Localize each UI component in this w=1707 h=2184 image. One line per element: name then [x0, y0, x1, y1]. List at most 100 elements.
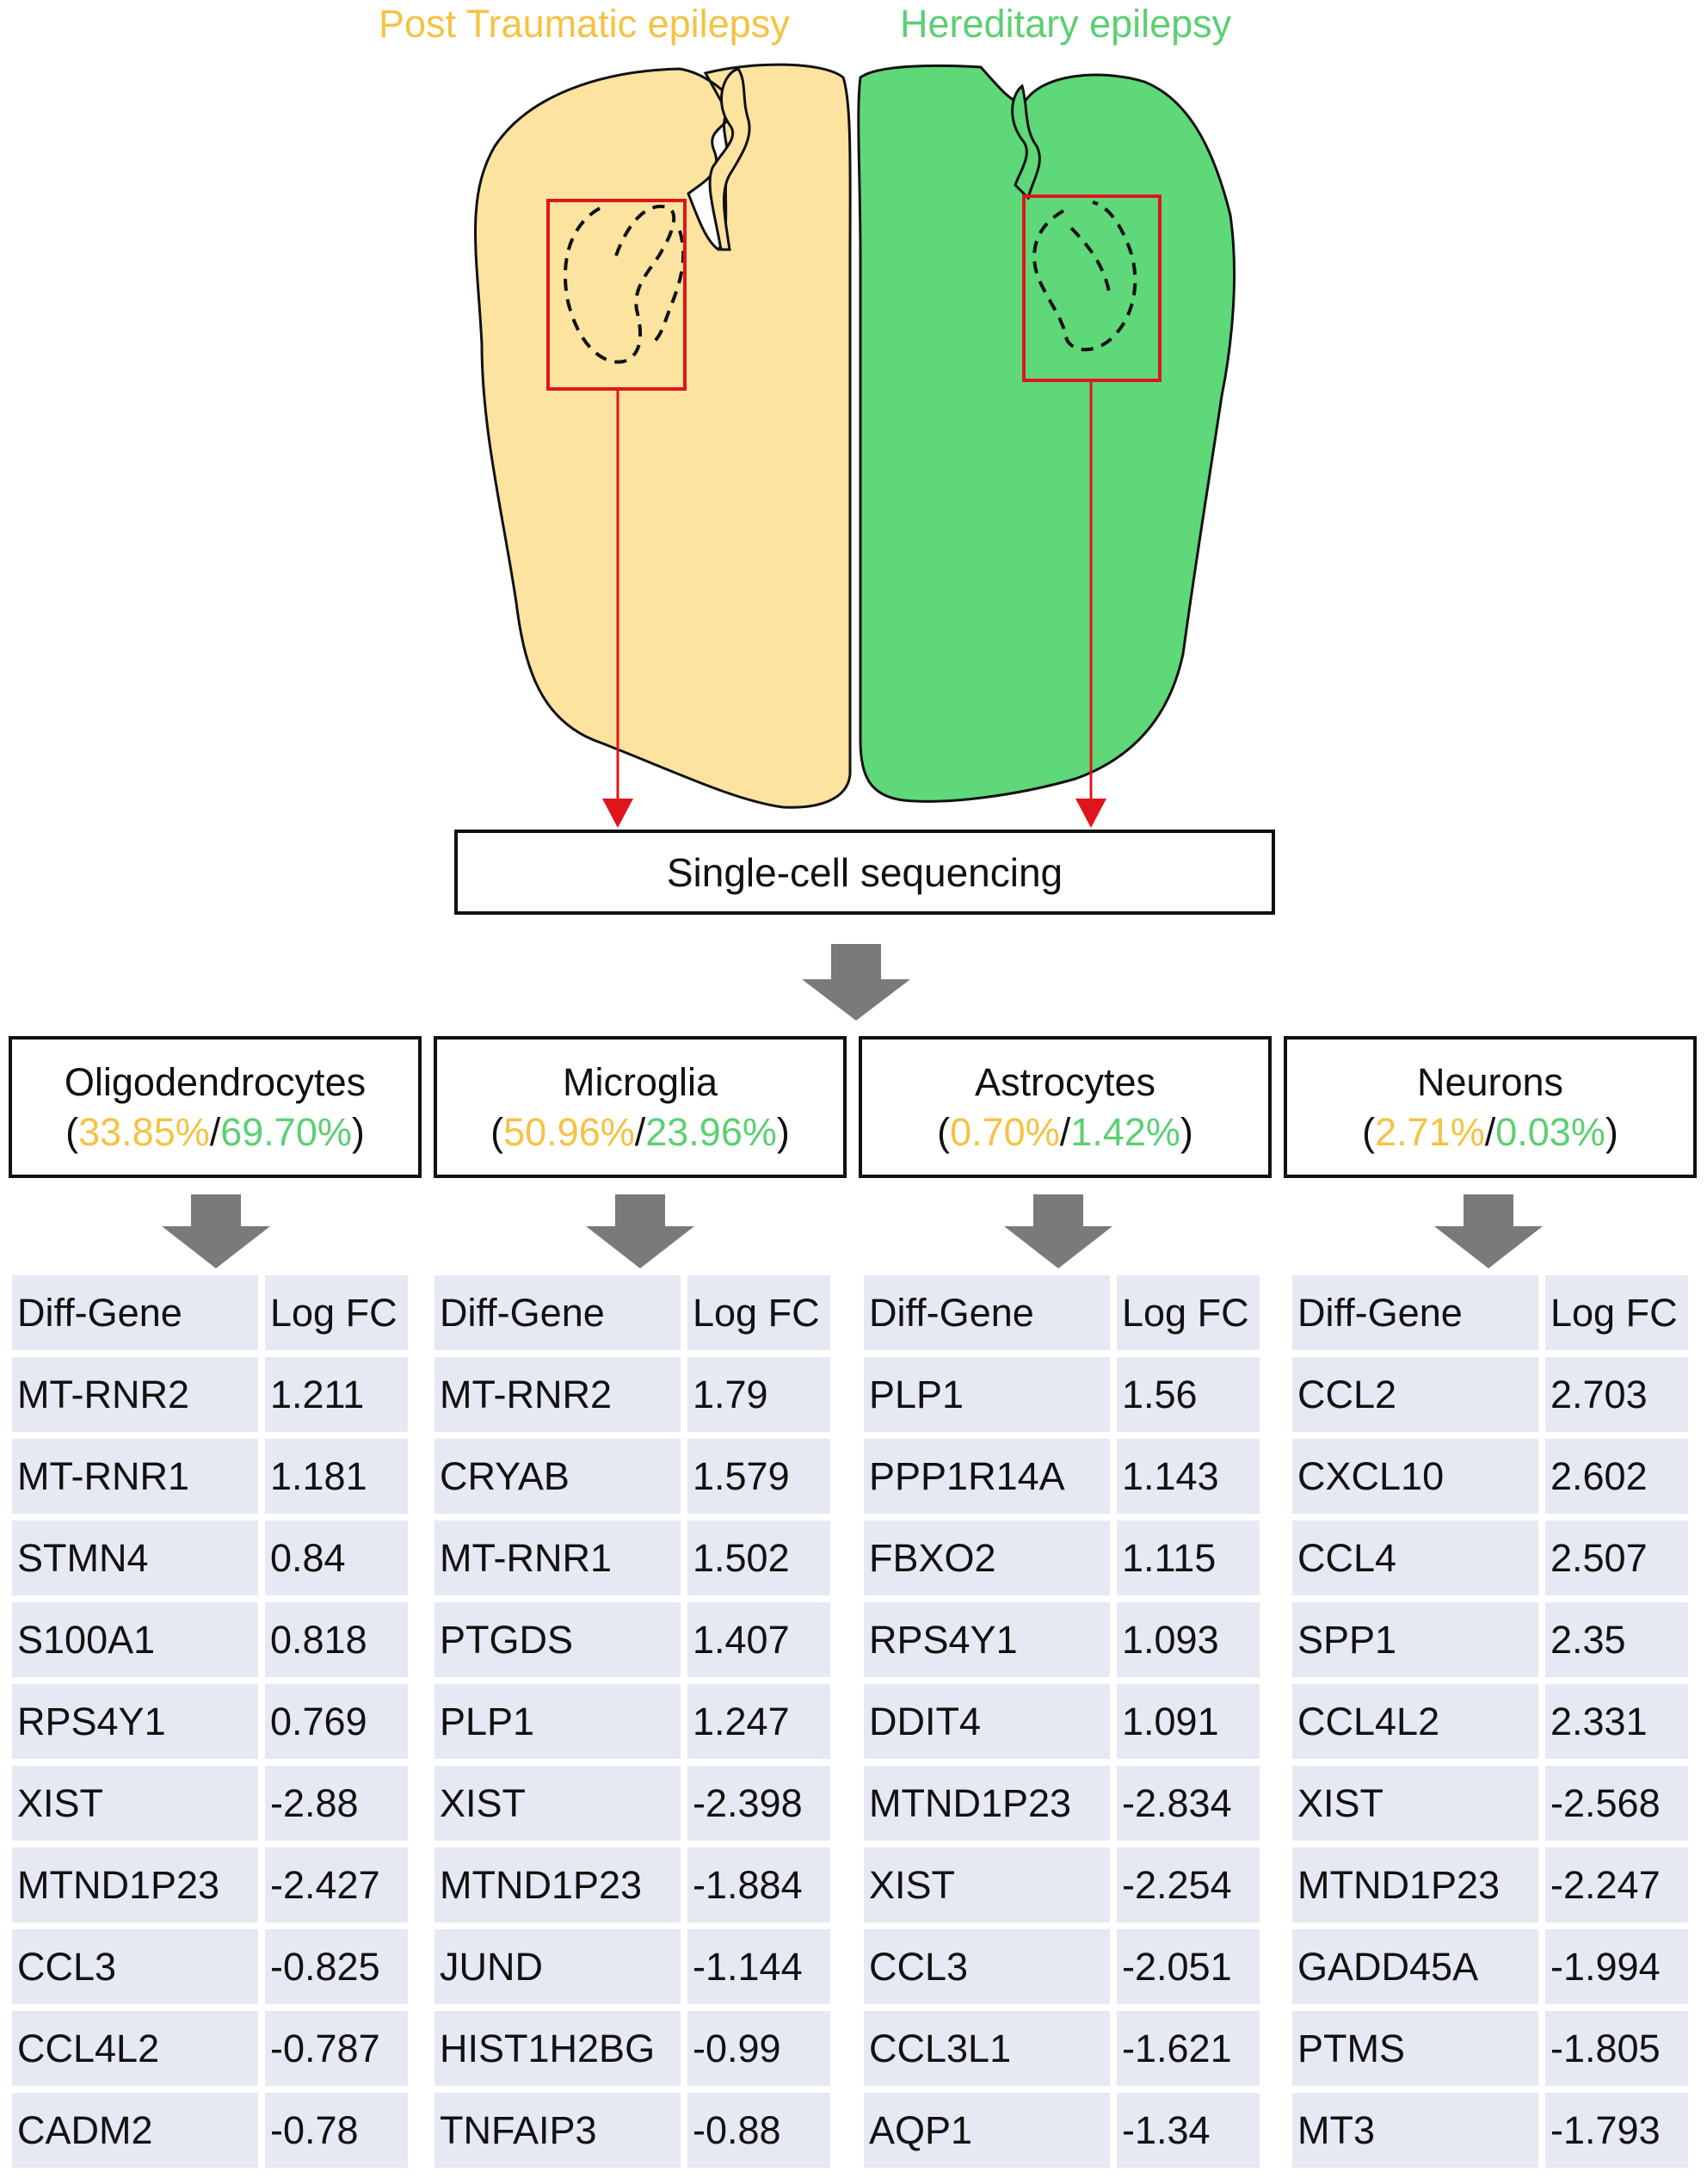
gene-name-cell: S100A1 — [12, 1602, 258, 1677]
cell-type-name: Microglia — [562, 1059, 718, 1104]
logfc-cell: -2.834 — [1117, 1766, 1260, 1841]
pct-hereditary: 23.96% — [645, 1109, 777, 1154]
table-row: GADD45A-1.994 — [1292, 1929, 1688, 2004]
column-header-gene: Diff-Gene — [434, 1275, 681, 1350]
logfc-cell: -0.99 — [687, 2011, 830, 2086]
column-header-logfc: Log FC — [1545, 1275, 1688, 1350]
logfc-cell: 1.502 — [687, 1521, 830, 1595]
table-row: XIST-2.254 — [864, 1848, 1260, 1922]
logfc-cell: 0.84 — [265, 1521, 408, 1595]
logfc-cell: -1.793 — [1545, 2093, 1688, 2168]
table-row: MTND1P23-2.247 — [1292, 1848, 1688, 1922]
gene-name-cell: CCL3 — [864, 1929, 1110, 2004]
gene-name-cell: AQP1 — [864, 2093, 1110, 2168]
column-header-logfc: Log FC — [265, 1275, 408, 1350]
table-row: AQP1-1.34 — [864, 2093, 1260, 2168]
brain-diagram — [162, 63, 1543, 1268]
logfc-cell: 1.79 — [687, 1357, 830, 1432]
left-hemisphere — [474, 63, 852, 809]
logfc-cell: 1.093 — [1117, 1602, 1260, 1677]
gene-name-cell: CRYAB — [434, 1439, 681, 1514]
grey-arrow-oligodendrocytes — [162, 1194, 270, 1268]
logfc-cell: 0.769 — [265, 1684, 408, 1759]
gene-name-cell: RPS4Y1 — [12, 1684, 258, 1759]
logfc-cell: -1.805 — [1545, 2011, 1688, 2086]
gene-name-cell: CCL4L2 — [12, 2011, 258, 2086]
logfc-cell: 1.091 — [1117, 1684, 1260, 1759]
grey-arrow-neurons — [1434, 1194, 1543, 1268]
logfc-cell: 2.703 — [1545, 1357, 1688, 1432]
cell-type-percentages: (50.96%/23.96%) — [490, 1109, 790, 1154]
logfc-cell: -1.621 — [1117, 2011, 1260, 2086]
gene-name-cell: MT-RNR1 — [434, 1521, 681, 1595]
logfc-cell: -2.254 — [1117, 1848, 1260, 1922]
group-label-hereditary: Hereditary epilepsy — [900, 2, 1232, 46]
table-row: MTND1P23-1.884 — [434, 1848, 830, 1922]
logfc-cell: 0.818 — [265, 1602, 408, 1677]
gene-name-cell: CCL4L2 — [1292, 1684, 1538, 1759]
right-hemisphere — [857, 64, 1236, 803]
logfc-cell: -2.427 — [265, 1848, 408, 1922]
table-row: CADM2-0.78 — [12, 2093, 408, 2168]
cell-type-name: Astrocytes — [974, 1059, 1156, 1104]
logfc-cell: 2.602 — [1545, 1439, 1688, 1514]
logfc-cell: -2.398 — [687, 1766, 830, 1841]
gene-name-cell: FBXO2 — [864, 1521, 1110, 1595]
logfc-cell: 1.579 — [687, 1439, 830, 1514]
gene-name-cell: CCL2 — [1292, 1357, 1538, 1432]
gene-name-cell: CCL3L1 — [864, 2011, 1110, 2086]
table-row: XIST-2.568 — [1292, 1766, 1688, 1841]
gene-name-cell: CXCL10 — [1292, 1439, 1538, 1514]
cell-type-percentages: (33.85%/69.70%) — [65, 1109, 365, 1154]
sequencing-box: Single-cell sequencing — [454, 830, 1275, 915]
cell-type-percentages: (2.71%/0.03%) — [1362, 1109, 1618, 1154]
cell-type-name: Oligodendrocytes — [64, 1059, 367, 1104]
logfc-cell: -2.051 — [1117, 1929, 1260, 2004]
gene-name-cell: MT-RNR1 — [12, 1439, 258, 1514]
gene-name-cell: STMN4 — [12, 1521, 258, 1595]
pct-hereditary: 0.03% — [1495, 1109, 1605, 1154]
gene-name-cell: TNFAIP3 — [434, 2093, 681, 2168]
logfc-cell: -1.994 — [1545, 1929, 1688, 2004]
column-header-logfc: Log FC — [1117, 1275, 1260, 1350]
gene-name-cell: GADD45A — [1292, 1929, 1538, 2004]
pct-hereditary: 1.42% — [1070, 1109, 1180, 1154]
pct-post-traumatic: 0.70% — [950, 1109, 1060, 1154]
gene-name-cell: XIST — [864, 1848, 1110, 1922]
logfc-cell: -2.88 — [265, 1766, 408, 1841]
logfc-cell: -0.88 — [687, 2093, 830, 2168]
cell-box-astrocytes: Astrocytes (0.70%/1.42%) — [859, 1036, 1272, 1178]
column-header-logfc: Log FC — [687, 1275, 830, 1350]
cell-box-neurons: Neurons (2.71%/0.03%) — [1284, 1036, 1697, 1178]
cell-type-name: Neurons — [1416, 1059, 1564, 1104]
logfc-cell: 2.331 — [1545, 1684, 1688, 1759]
gene-name-cell: PTMS — [1292, 2011, 1538, 2086]
gene-name-cell: PLP1 — [434, 1684, 681, 1759]
gene-name-cell: CCL4 — [1292, 1521, 1538, 1595]
sequencing-label: Single-cell sequencing — [666, 849, 1063, 895]
red-arrow-left — [602, 389, 633, 828]
gene-name-cell: MTND1P23 — [12, 1848, 258, 1922]
gene-name-cell: MT-RNR2 — [434, 1357, 681, 1432]
gene-name-cell: JUND — [434, 1929, 681, 2004]
table-row: MTND1P23-2.427 — [12, 1848, 408, 1922]
table-row: PTMS-1.805 — [1292, 2011, 1688, 2086]
gene-name-cell: HIST1H2BG — [434, 2011, 681, 2086]
group-label-post-traumatic: Post Traumatic epilepsy — [379, 2, 790, 46]
gene-name-cell: PLP1 — [864, 1357, 1110, 1432]
